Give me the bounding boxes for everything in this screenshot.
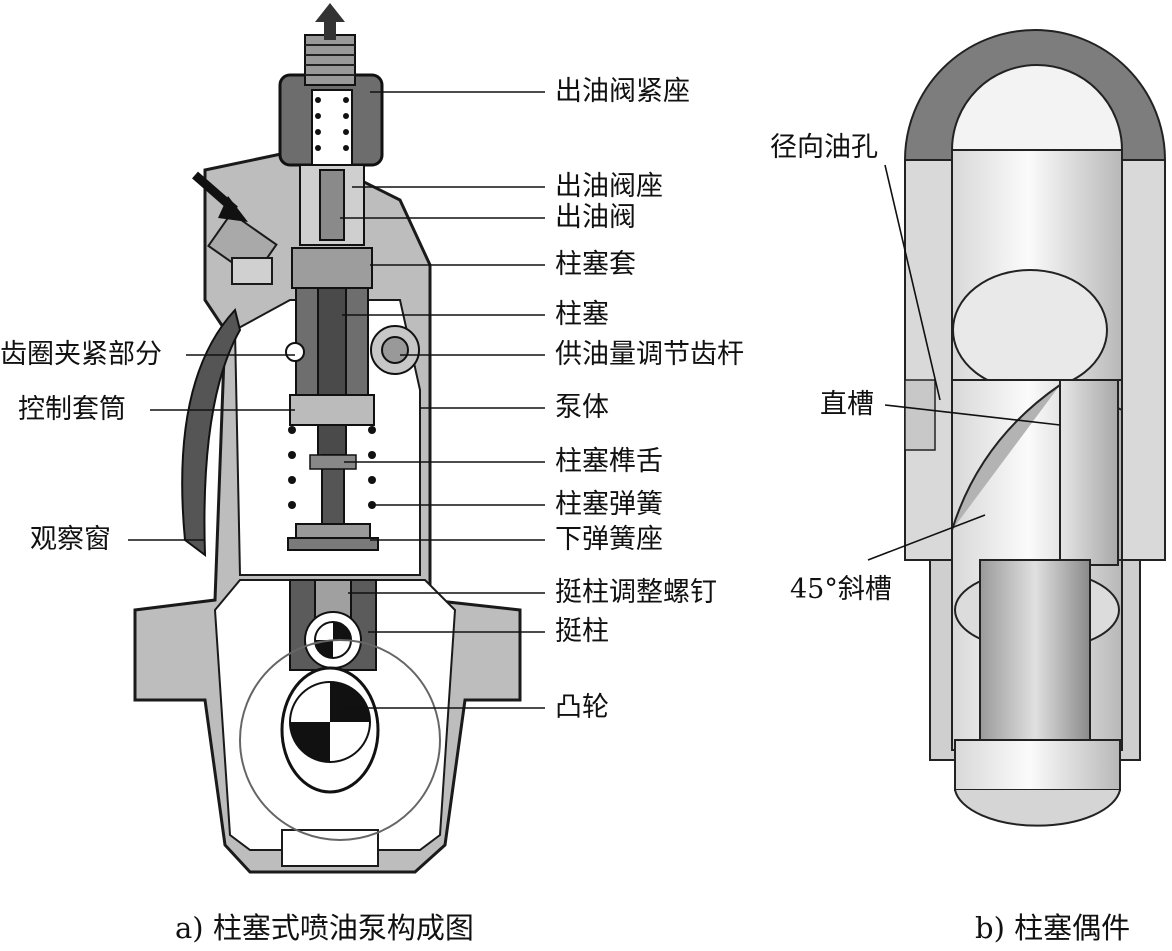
label-plunger-barrel: 柱塞套	[555, 249, 636, 280]
label-cam: 凸轮	[555, 692, 609, 723]
label-plunger-tenon: 柱塞榫舌	[555, 446, 663, 477]
label-helix-groove: 45°斜槽	[790, 574, 892, 605]
label-gear-ring-clamp: 齿圈夹紧部分	[0, 339, 162, 370]
label-inspection-window: 观察窗	[30, 524, 111, 555]
label-outlet-valve: 出油阀	[555, 202, 636, 233]
label-radial-oil-hole: 径向油孔	[770, 132, 878, 163]
pump-cross-section	[128, 3, 545, 874]
plunger-pair-section	[867, 29, 1166, 827]
label-straight-groove: 直槽	[820, 389, 874, 420]
label-tappet: 挺柱	[555, 616, 609, 647]
label-pump-body: 泵体	[555, 392, 609, 423]
label-plunger-spring: 柱塞弹簧	[555, 489, 663, 520]
label-control-rack: 供油量调节齿杆	[555, 339, 744, 370]
label-tappet-adjust-screw: 挺柱调整螺钉	[555, 577, 717, 608]
label-outlet-valve-holder: 出油阀紧座	[555, 76, 690, 107]
label-control-sleeve: 控制套筒	[18, 394, 126, 425]
caption-panel-a: a) 柱塞式喷油泵构成图	[175, 911, 474, 945]
label-outlet-valve-seat: 出油阀座	[555, 171, 663, 202]
label-lower-spring-seat: 下弹簧座	[555, 524, 663, 555]
caption-panel-b: b) 柱塞偶件	[975, 911, 1131, 945]
label-plunger: 柱塞	[555, 299, 609, 330]
